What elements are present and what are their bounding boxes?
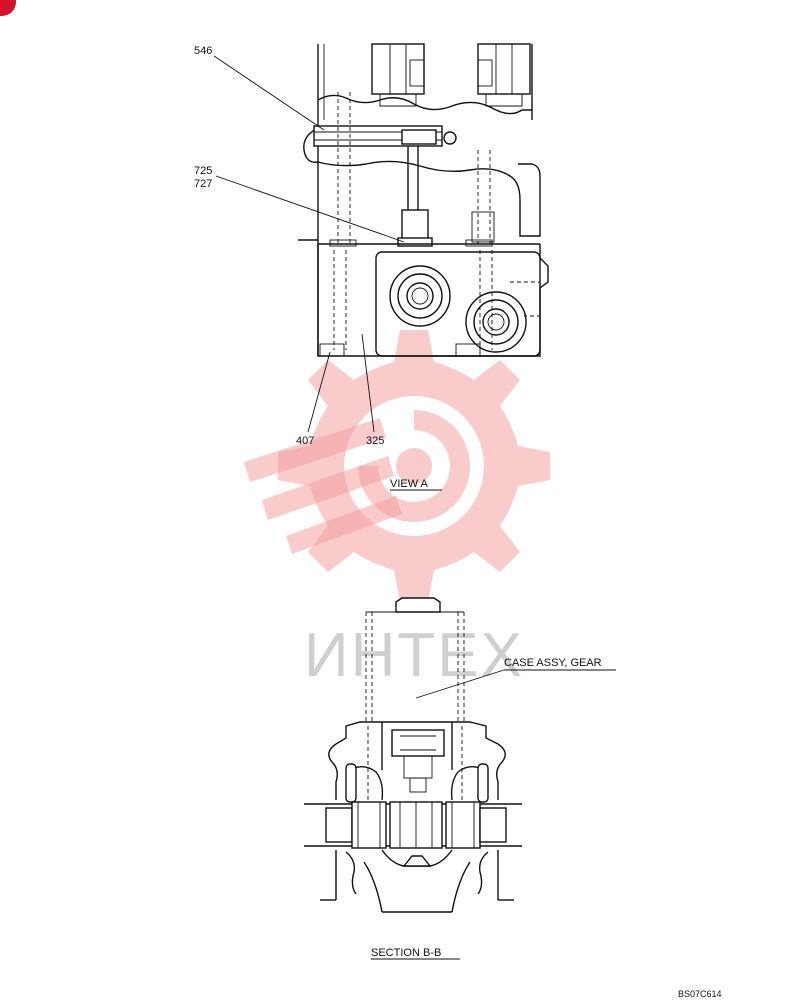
drawing-code: BS07C614 bbox=[678, 989, 722, 999]
port-left bbox=[389, 265, 451, 327]
section-bb-drawing bbox=[304, 597, 522, 913]
corner-badge-icon bbox=[0, 0, 16, 16]
view-a-drawing bbox=[298, 43, 549, 357]
bolt-left bbox=[371, 43, 425, 107]
gear-block-left bbox=[325, 801, 387, 849]
callout-727: 727 bbox=[194, 178, 212, 190]
watermark-gear-icon bbox=[244, 330, 550, 602]
callout-325: 325 bbox=[366, 435, 384, 447]
watermark-text: ИНТЕХ bbox=[304, 621, 524, 690]
gear-block-center bbox=[389, 801, 443, 849]
callout-407: 407 bbox=[296, 435, 314, 447]
view-a-title: VIEW A bbox=[390, 478, 429, 490]
gear-block-right bbox=[445, 801, 507, 849]
case-assy-label: CASE ASSY, GEAR bbox=[504, 657, 602, 669]
leader-lines-view-a bbox=[213, 55, 405, 433]
callout-725: 725 bbox=[194, 165, 212, 177]
port-right bbox=[465, 281, 541, 353]
bolt-right bbox=[477, 43, 531, 107]
callout-546: 546 bbox=[194, 45, 212, 57]
section-bb-title: SECTION B-B bbox=[371, 947, 441, 959]
